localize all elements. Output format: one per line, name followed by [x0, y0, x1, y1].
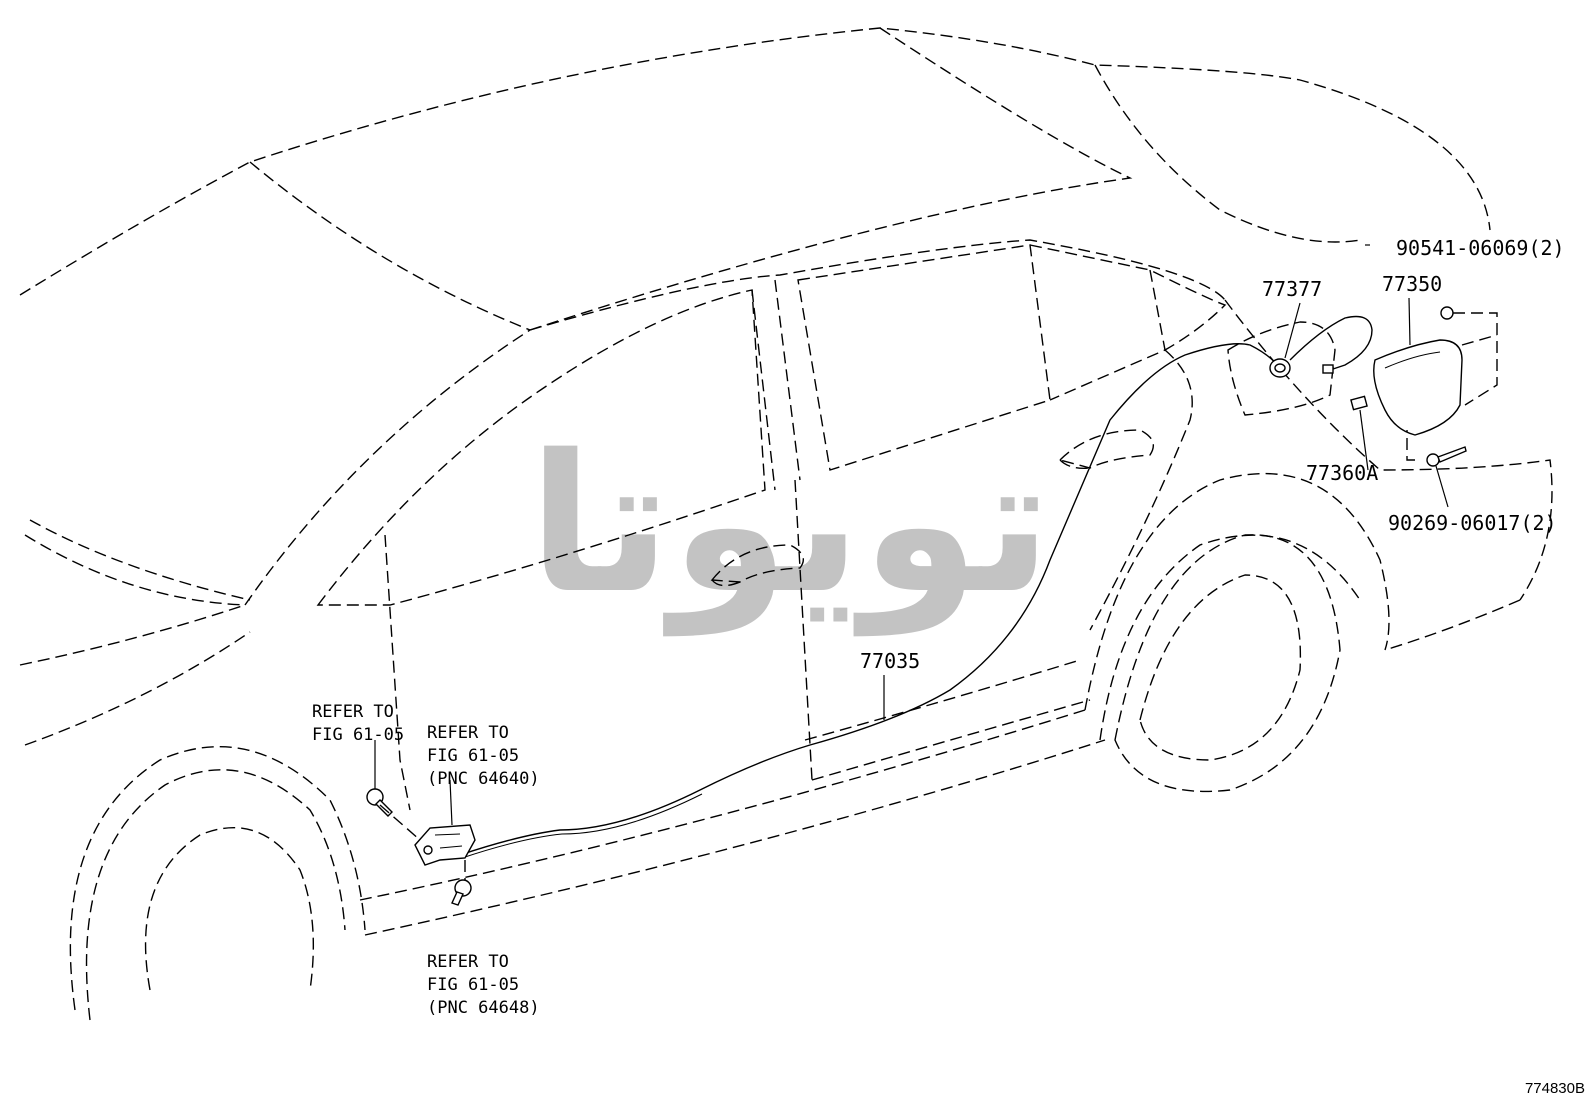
lock-actuator — [1322, 364, 1334, 374]
ref3-line2: FIG 61-05 — [427, 975, 519, 995]
callout-77377: 77377 — [1262, 277, 1322, 301]
ref2-line1: REFER TO — [427, 723, 509, 743]
ref1-line1: REFER TO — [312, 702, 394, 722]
callout-77035: 77035 — [860, 649, 920, 673]
opener-lever — [414, 824, 476, 866]
fuel-lid — [1373, 339, 1463, 436]
fuel-lid-spring — [1350, 395, 1368, 411]
rear-wheel — [1084, 472, 1390, 793]
bolt-lower — [451, 879, 472, 906]
callout-refer-fig-61-05: REFER TO FIG 61-05 — [312, 702, 404, 745]
ref1-line2: FIG 61-05 — [312, 725, 404, 745]
callout-90269-06017: 90269-06017(2) — [1388, 511, 1557, 535]
ref3-line3: (PNC 64648) — [427, 998, 540, 1018]
front-wheel — [69, 745, 366, 1021]
callout-77350: 77350 — [1382, 272, 1442, 296]
grommet — [1440, 306, 1454, 320]
figure-id: 774830B — [1525, 1080, 1585, 1097]
ref3-line1: REFER TO — [427, 952, 509, 972]
callout-refer-pnc-64640: REFER TO FIG 61-05 (PNC 64640) — [427, 723, 540, 789]
ref2-line3: (PNC 64640) — [427, 769, 540, 789]
callout-refer-pnc-64648: REFER TO FIG 61-05 (PNC 64648) — [427, 952, 540, 1018]
ref2-line2: FIG 61-05 — [427, 746, 519, 766]
opener-cable — [459, 343, 1281, 856]
car-body-outline — [19, 27, 1553, 936]
callout-90541-06069: 90541-06069(2) — [1396, 236, 1565, 260]
rivet — [1426, 446, 1467, 467]
watermark-text: تویوتا — [528, 414, 1052, 637]
callout-77360a: 77360A — [1306, 461, 1378, 485]
fuel-lid-lock — [1269, 358, 1291, 378]
